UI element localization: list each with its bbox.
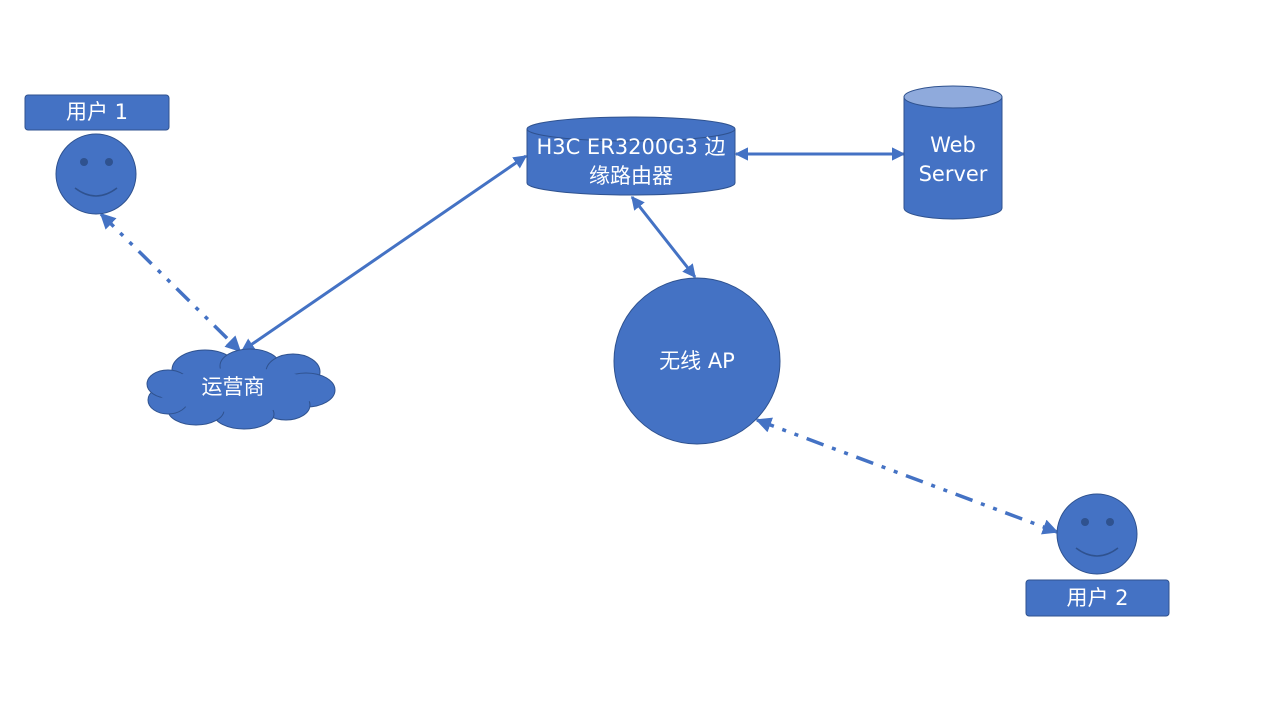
router-label: H3C ER3200G3 边 缘路由器 bbox=[536, 135, 726, 188]
wireless-ap-label: 无线 AP bbox=[659, 348, 735, 373]
web-server-label: Web Server bbox=[918, 133, 988, 186]
user1-smiley-icon bbox=[55, 133, 137, 215]
user1-label: 用户 1 bbox=[65, 100, 129, 124]
isp-label: 运营商 bbox=[201, 374, 265, 399]
router-cylinder-icon bbox=[526, 116, 736, 196]
wireless-ap-circle bbox=[613, 277, 781, 445]
user1-label-box bbox=[24, 94, 170, 131]
user2-label-box bbox=[1025, 579, 1170, 617]
web-server-cylinder-icon bbox=[903, 85, 1003, 220]
connector-ap-user2 bbox=[755, 417, 1059, 535]
isp-cloud-icon bbox=[146, 348, 336, 430]
user2-smiley-icon bbox=[1056, 493, 1138, 575]
connector-isp-router bbox=[240, 154, 528, 353]
connector-router-ap bbox=[630, 195, 697, 279]
connector-user1-isp bbox=[99, 212, 242, 353]
user2-label: 用户 2 bbox=[1066, 585, 1129, 610]
